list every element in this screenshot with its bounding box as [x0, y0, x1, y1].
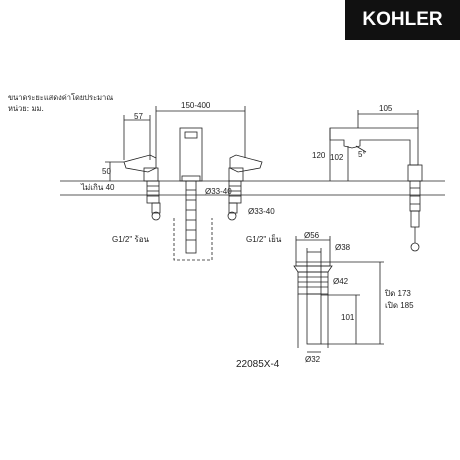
side-spout-base — [407, 164, 423, 182]
dim-120: 120 — [312, 151, 326, 160]
spout-escutcheon — [181, 175, 201, 182]
dim-102: 102 — [330, 153, 344, 162]
dim-max-40: ไม่เกิน 40 — [80, 183, 115, 192]
dim-open-185: เปิด 185 — [385, 301, 414, 310]
right-lever — [229, 154, 263, 173]
dim-5-degree: 5° — [358, 150, 366, 159]
label-g-hot: G1/2" ร้อน — [112, 235, 150, 244]
dim-dia-33-40-handle: Ø33-40 — [248, 207, 275, 216]
drain-cap — [295, 261, 331, 267]
side-spout-arm — [329, 127, 419, 166]
side-spout-inlet — [410, 210, 420, 228]
right-handle-valve — [227, 154, 263, 221]
dim-closed-173: ปิด 173 — [384, 289, 411, 298]
dim-50: 50 — [102, 167, 111, 176]
model-code: 22085X-4 — [236, 359, 280, 370]
dim-150-400: 150-400 — [181, 101, 211, 110]
left-inlet — [151, 211, 161, 221]
dim-dia-32: Ø32 — [305, 355, 321, 364]
side-view-spout — [329, 127, 423, 252]
dim-dia-38: Ø38 — [335, 243, 351, 252]
units-note: หน่วย: มม. — [8, 104, 44, 113]
approx-dimensions-note: ขนาดระยะแสดงค่าโดยประมาณ — [8, 93, 114, 102]
spout-body — [179, 127, 203, 182]
dim-101: 101 — [341, 313, 355, 322]
right-connector — [228, 202, 238, 214]
dim-105: 105 — [379, 104, 393, 113]
label-g-cold: G1/2" เย็น — [246, 234, 282, 244]
left-lever — [123, 154, 157, 173]
left-threaded-body — [146, 180, 160, 204]
dim-dia-33-40-spout: Ø33-40 — [205, 187, 232, 196]
left-handle-valve — [123, 154, 161, 221]
spout-shank — [185, 180, 197, 254]
spout-outlet — [184, 131, 198, 139]
dim-57: 57 — [134, 112, 143, 121]
side-inlet-fitting — [410, 242, 420, 252]
left-connector — [151, 202, 161, 214]
kohler-logo: KOHLER — [345, 0, 460, 40]
right-inlet — [227, 211, 237, 221]
drain-flange — [293, 265, 333, 273]
drain-tailpiece — [306, 293, 322, 345]
drain-body — [297, 271, 329, 295]
left-escutcheon — [143, 167, 159, 182]
dim-dia-56: Ø56 — [304, 231, 320, 240]
center-spout — [173, 127, 213, 261]
popup-drain — [293, 261, 333, 345]
dim-dia-42: Ø42 — [333, 277, 349, 286]
supply-hose-dashed — [173, 218, 213, 261]
right-escutcheon — [228, 167, 244, 182]
